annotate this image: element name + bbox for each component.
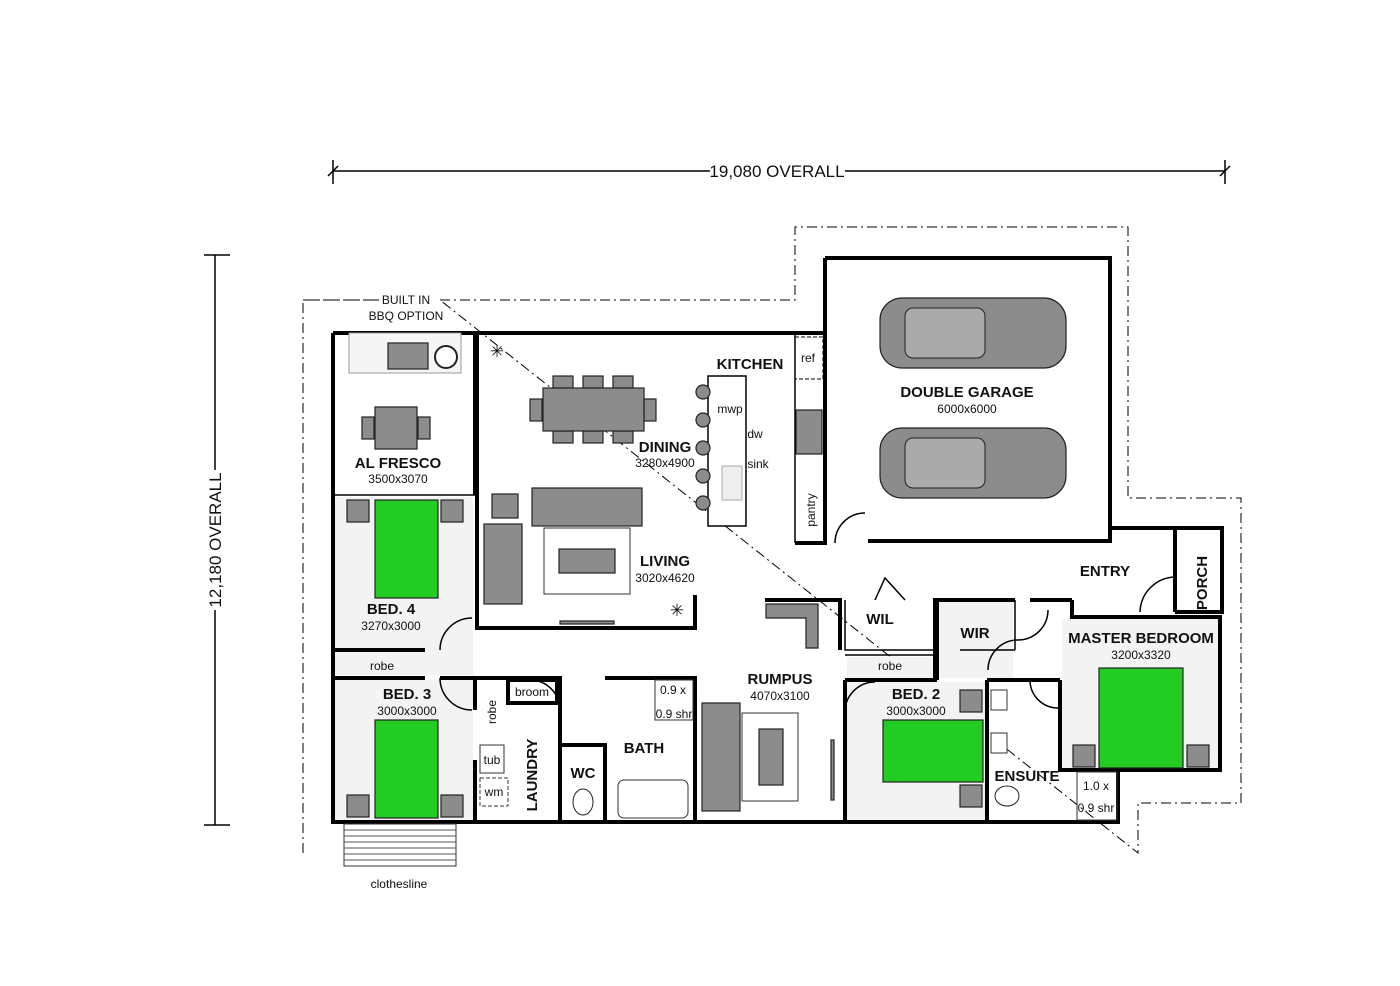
- laundry-wm-label: wm: [484, 785, 504, 799]
- room-laundry-name: LAUNDRY: [524, 739, 541, 812]
- cooktop-icon: [795, 409, 823, 455]
- clothesline-icon: [343, 823, 457, 867]
- room-garage-size: 6000x6000: [937, 402, 997, 416]
- washing-machine-icon: [479, 777, 509, 807]
- room-bed3-size: 3000x3000: [377, 704, 437, 718]
- room-dining-name: DINING: [639, 439, 692, 456]
- room-bath-name: BATH: [624, 740, 665, 757]
- ensuite-shower-icon: [1076, 771, 1118, 821]
- depth-overall-label: 12,180 OVERALL: [206, 472, 225, 607]
- plant-icon: ✳: [670, 601, 684, 620]
- plant-icon: ✳: [490, 342, 504, 361]
- laundry-robe-label: robe: [485, 700, 499, 724]
- dining-table: [529, 375, 657, 444]
- kitchen-sink-label: sink: [747, 457, 769, 471]
- alfresco-table: [361, 406, 431, 450]
- room-alfresco-size: 3500x3070: [368, 472, 428, 486]
- walls: [331, 256, 1224, 824]
- room-alfresco-name: AL FRESCO: [355, 455, 442, 472]
- bed2-robe-label: robe: [878, 659, 902, 673]
- toilet-icon: [994, 785, 1020, 807]
- width-overall-label: 19,080 OVERALL: [709, 162, 844, 181]
- bbq-area: [348, 332, 462, 374]
- laundry-tub-icon: [479, 744, 505, 774]
- car-icon: [879, 297, 1067, 369]
- bbq-grill-icon: [434, 345, 458, 369]
- room-garage-name: DOUBLE GARAGE: [900, 384, 1033, 401]
- bathtub-icon: [617, 779, 689, 819]
- bath-shower-line1: 0.9 x: [660, 683, 686, 697]
- laundry-tub-label: tub: [484, 753, 501, 767]
- kitchen-bench: [794, 333, 824, 543]
- room-bed4-size: 3270x3000: [361, 619, 421, 633]
- bath-shower-icon: [654, 679, 694, 721]
- ensuite-fixtures: [990, 689, 1118, 821]
- kitchen-ref-label: ref: [801, 351, 816, 365]
- room-living-size: 3020x4620: [635, 571, 695, 585]
- bed-2-furniture: [882, 689, 984, 808]
- room-bed3-name: BED. 3: [383, 686, 431, 703]
- room-bed4-name: BED. 4: [367, 601, 416, 618]
- clothesline-label: clothesline: [371, 877, 428, 891]
- ensuite-shower-line1: 1.0 x: [1083, 779, 1109, 793]
- room-porch-name: PORCH: [1194, 556, 1211, 610]
- living-furniture: [483, 487, 643, 625]
- master-bed-furniture: [1072, 667, 1210, 769]
- kitchen-pantry-label: pantry: [804, 493, 818, 526]
- width-dimension: 19,080 OVERALL: [327, 160, 1231, 184]
- room-ensuite-name: ENSUITE: [994, 768, 1059, 785]
- bed4-robe-label: robe: [370, 659, 394, 673]
- doors: [439, 512, 1176, 713]
- car-icon: [879, 427, 1067, 499]
- room-wil-name: WIL: [866, 611, 894, 628]
- laundry-broom-label: broom: [515, 685, 549, 699]
- depth-dimension: 12,180 OVERALL: [204, 254, 230, 826]
- room-rumpus-size: 4070x3100: [750, 689, 810, 703]
- room-living-name: LIVING: [640, 553, 690, 570]
- bbq-note-line2: BBQ OPTION: [369, 309, 444, 323]
- room-kitchen-name: KITCHEN: [717, 356, 784, 373]
- bed-3-furniture: [346, 719, 464, 819]
- room-rumpus-name: RUMPUS: [747, 671, 812, 688]
- room-master-name: MASTER BEDROOM: [1068, 630, 1214, 647]
- bath-shower-line2: 0.9 shr: [656, 707, 693, 721]
- lot-boundary: [302, 226, 1242, 855]
- kitchen-mwp-label: mwp: [717, 402, 743, 416]
- room-master-size: 3200x3320: [1111, 648, 1171, 662]
- ensuite-shower-line2: 0.9 shr: [1078, 801, 1115, 815]
- room-wir-name: WIR: [960, 625, 989, 642]
- kitchen-island: [695, 375, 747, 527]
- rumpus-furniture: [701, 603, 835, 812]
- toilet-icon: [572, 788, 594, 816]
- kitchen-dw-label: dw: [747, 427, 763, 441]
- bed-4-furniture: [346, 499, 464, 599]
- room-dining-size: 3280x4900: [635, 456, 695, 470]
- room-bed2-size: 3000x3000: [886, 704, 946, 718]
- room-wc-name: WC: [571, 765, 596, 782]
- room-entry-name: ENTRY: [1080, 563, 1130, 580]
- room-bed2-name: BED. 2: [892, 686, 940, 703]
- bbq-note-line1: BUILT IN: [382, 293, 430, 307]
